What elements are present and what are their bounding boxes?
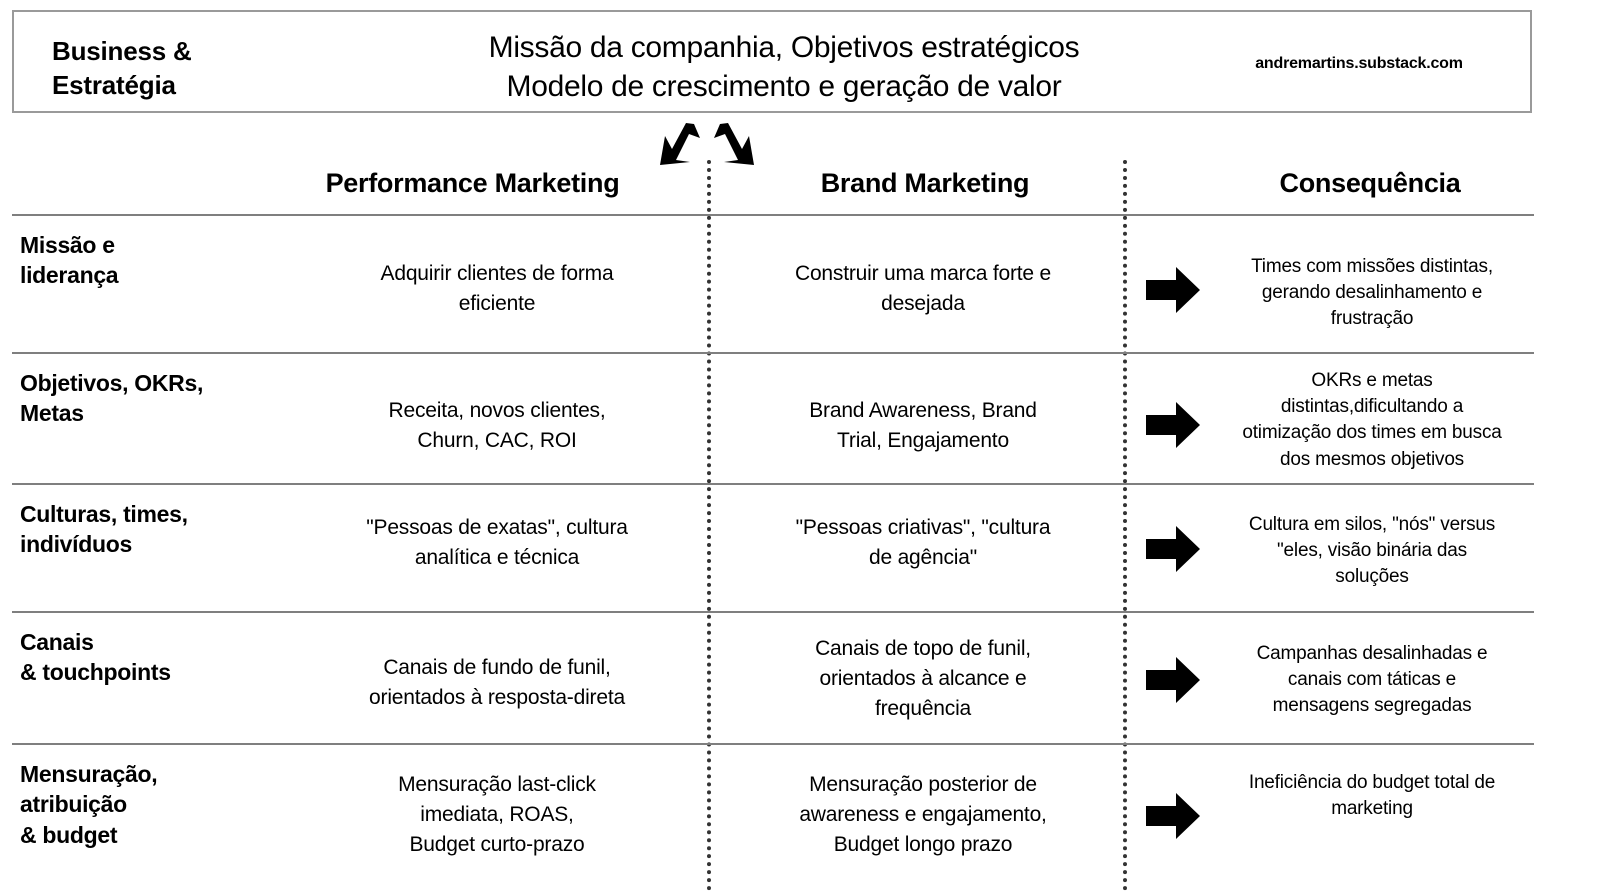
arrow-right-icon (1144, 790, 1202, 842)
row-label-line: Objetivos, OKRs, (20, 370, 204, 396)
cell-performance: Canais de fundo de funil, orientados à r… (292, 653, 702, 713)
cell-performance: Receita, novos clientes, Churn, CAC, ROI (292, 396, 702, 456)
cell-consequence: OKRs e metas distintas,dificultando a ot… (1202, 368, 1542, 473)
cell-line: otimização dos times em busca (1242, 422, 1502, 444)
header-center-text: Missão da companhia, Objetivos estratégi… (394, 28, 1174, 106)
cell-brand: "Pessoas criativas", "cultura de agência… (728, 513, 1118, 573)
cell-line: Campanhas desalinhadas e (1256, 643, 1488, 664)
cell-line: frequência (874, 696, 972, 720)
table-row: Objetivos, OKRs, Metas Receita, novos cl… (12, 352, 1534, 483)
cell-consequence: Ineficiência do budget total de marketin… (1202, 770, 1542, 822)
cell-consequence: Campanhas desalinhadas e canais com táti… (1202, 641, 1542, 720)
cell-brand: Brand Awareness, Brand Trial, Engajament… (728, 396, 1118, 456)
cell-line: dos mesmos objetivos (1280, 448, 1464, 470)
cell-line: Mensuração posterior de (809, 773, 1037, 796)
arrow-right-icon (1144, 264, 1202, 316)
cell-line: eficiente (458, 291, 536, 315)
row-label-line: Metas (20, 400, 84, 427)
row-label-line: & budget (20, 821, 118, 848)
cell-brand: Canais de topo de funil, orientados à al… (728, 634, 1118, 723)
header-split-arrows (652, 122, 762, 166)
cell-line: soluções (1335, 566, 1409, 588)
cell-line: Receita, novos clientes, (388, 399, 606, 422)
row-label: Canais & touchpoints (20, 627, 280, 688)
cell-line: orientados à alcance e (819, 666, 1027, 690)
row-label: Mensuração, atribuição & budget (20, 759, 280, 850)
header-center-line-2: Modelo de crescimento e geração de valor (506, 70, 1062, 103)
divider-brand-consequence (1123, 160, 1127, 891)
row-label-line: liderança (20, 262, 119, 289)
cell-line: Cultura em silos, "nós" versus (1248, 514, 1496, 535)
arrow-right-icon (1144, 523, 1202, 575)
cell-line: Canais de topo de funil, (815, 637, 1031, 660)
table-row: Missão e liderança Adquirir clientes de … (12, 214, 1534, 352)
cell-line: frustração (1330, 308, 1414, 330)
source-url: andremartins.substack.com (1255, 55, 1463, 72)
row-label-line: Culturas, times, (20, 501, 188, 527)
cell-line: Ineficiência do budget total de (1248, 772, 1496, 793)
table-row: Mensuração, atribuição & budget Mensuraç… (12, 743, 1534, 891)
cell-line: Times com missões distintas, (1251, 256, 1493, 277)
row-label-line: Missão e (20, 232, 115, 258)
cell-line: "eles, visão binária das (1277, 540, 1467, 562)
cell-line: de agência" (868, 545, 977, 569)
arrow-right-icon (1144, 654, 1202, 706)
arrow-down-left-icon (660, 123, 700, 165)
cell-line: orientados à resposta-direta (369, 685, 625, 709)
cell-line: OKRs e metas (1311, 370, 1433, 391)
header-center-line-1: Missão da companhia, Objetivos estratégi… (488, 31, 1080, 64)
cell-performance: "Pessoas de exatas", cultura analítica e… (292, 513, 702, 573)
cell-consequence: Times com missões distintas, gerando des… (1202, 254, 1542, 333)
cell-consequence: Cultura em silos, "nós" versus "eles, vi… (1202, 512, 1542, 591)
table-row: Canais & touchpoints Canais de fundo de … (12, 611, 1534, 743)
cell-line: gerando desalinhamento e (1261, 282, 1483, 304)
strategy-header-box: Business & Estratégia Missão da companhi… (12, 10, 1532, 113)
row-label-line: & touchpoints (20, 659, 171, 686)
column-header-brand: Brand Marketing (820, 168, 1030, 198)
header-left-title-line-2: Estratégia (52, 70, 176, 101)
cell-line: Mensuração last-click (398, 773, 596, 796)
cell-line: Churn, CAC, ROI (417, 428, 577, 452)
cell-line: mensagens segregadas (1272, 695, 1472, 717)
cell-line: Construir uma marca forte e (794, 262, 1052, 285)
cell-line: "Pessoas criativas", "cultura (795, 516, 1051, 539)
row-label: Missão e liderança (20, 230, 280, 291)
cell-line: marketing (1331, 798, 1413, 820)
column-header-performance: Performance Marketing (325, 168, 620, 198)
divider-performance-brand (707, 160, 711, 891)
cell-line: Trial, Engajamento (837, 428, 1009, 452)
cell-performance: Adquirir clientes de forma eficiente (292, 259, 702, 319)
cell-line: Canais de fundo de funil, (383, 656, 611, 679)
row-label-line: atribuição (20, 791, 127, 818)
cell-line: Budget longo prazo (833, 832, 1013, 856)
cell-line: desejada (881, 291, 965, 315)
arrow-down-right-icon (714, 123, 754, 165)
row-label-line: Mensuração, (20, 761, 158, 787)
header-left-title-line-1: Business & (52, 36, 192, 66)
cell-line: canais com táticas e (1287, 669, 1457, 691)
cell-brand: Construir uma marca forte e desejada (728, 259, 1118, 319)
row-label-line: Canais (20, 629, 94, 655)
cell-performance: Mensuração last-click imediata, ROAS, Bu… (292, 770, 702, 859)
row-label: Culturas, times, indivíduos (20, 499, 280, 560)
cell-brand: Mensuração posterior de awareness e enga… (728, 770, 1118, 859)
cell-line: Adquirir clientes de forma (380, 262, 614, 285)
table-row: Culturas, times, indivíduos "Pessoas de … (12, 483, 1534, 611)
row-label-line: indivíduos (20, 531, 133, 558)
column-header-consequence: Consequência (1279, 168, 1461, 198)
arrow-right-icon (1144, 399, 1202, 451)
cell-line: analítica e técnica (414, 545, 580, 569)
cell-line: Brand Awareness, Brand (809, 399, 1037, 422)
cell-line: awareness e engajamento, (799, 802, 1047, 826)
cell-line: Budget curto-prazo (409, 832, 585, 856)
cell-line: imediata, ROAS, (420, 802, 574, 826)
cell-line: distintas,dificultando a (1280, 396, 1464, 418)
cell-line: "Pessoas de exatas", cultura (366, 516, 628, 539)
header-left-title: Business & Estratégia (52, 34, 382, 103)
row-label: Objetivos, OKRs, Metas (20, 368, 280, 429)
